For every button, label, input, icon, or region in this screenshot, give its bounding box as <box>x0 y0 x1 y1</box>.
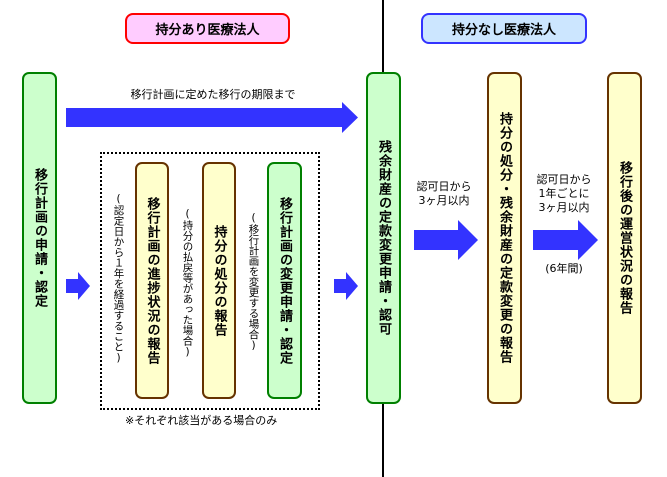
arrow-into-optional-group <box>66 272 90 300</box>
arrow-top-long-shape <box>66 102 358 133</box>
box-plan-change-label: 移行計画の変更申請・認定 <box>277 196 292 365</box>
box-equity-disposal-report-label: 持分の処分の報告 <box>211 224 227 337</box>
header-with-equity-label: 持分あり医療法人 <box>155 23 260 38</box>
label-within-3-months-line2: 3ヶ月以内 <box>418 194 470 207</box>
note-disposal-condition: (持分の払戻等があった場合) <box>181 208 194 358</box>
box-equity-disposal-report: 持分の処分の報告 <box>202 162 236 399</box>
header-without-equity-label: 持分なし医療法人 <box>451 23 556 38</box>
header-without-equity: 持分なし医療法人 <box>421 13 587 44</box>
box-articles-change: 残余財産の定款変更申請・認可 <box>366 72 401 404</box>
label-six-years: (6年間) <box>545 262 583 275</box>
arrow-from-optional-group <box>334 272 358 300</box>
top-arrow-label: 移行計画に定めた移行の期限まで <box>130 88 296 101</box>
label-annual-line2: 1年ごとに <box>538 187 590 200</box>
label-within-3-months-line1: 認可日から <box>416 180 472 193</box>
box-disposal-articles-report-label: 持分の処分・残余財産の定款変更の報告 <box>497 112 512 364</box>
note-change-condition: (移行計画を変更する場合) <box>247 212 260 352</box>
box-post-transition-report: 移行後の運営状況の報告 <box>607 72 642 404</box>
label-annual-line3: 3ヶ月以内 <box>538 201 590 214</box>
box-disposal-articles-report: 持分の処分・残余財産の定款変更の報告 <box>487 72 522 404</box>
optional-steps-footnote: ※それぞれ該当がある場合のみ <box>125 414 278 427</box>
box-progress-report-label: 移行計画の進捗状況の報告 <box>144 196 160 365</box>
box-articles-change-label: 残余財産の定款変更申請・認可 <box>376 140 391 336</box>
box-plan-application-label: 移行計画の申請・認定 <box>32 168 47 308</box>
arrow-to-post-transition-report <box>533 220 598 260</box>
label-annual-report-timing: 認可日から 1年ごとに 3ヶ月以内 <box>532 173 596 215</box>
box-post-transition-report-label: 移行後の運営状況の報告 <box>617 161 632 315</box>
note-progress-condition: (認定日から１年を経過すること) <box>112 193 125 364</box>
arrow-top-long <box>66 102 358 133</box>
header-with-equity: 持分あり医療法人 <box>125 13 290 44</box>
box-plan-change: 移行計画の変更申請・認定 <box>267 162 302 399</box>
box-plan-application: 移行計画の申請・認定 <box>22 72 57 404</box>
box-progress-report: 移行計画の進捗状況の報告 <box>135 162 169 399</box>
label-within-3-months: 認可日から 3ヶ月以内 <box>414 180 474 208</box>
label-annual-line1: 認可日から <box>536 173 592 186</box>
optional-steps-group <box>100 152 320 410</box>
arrow-to-disposal-report <box>414 220 478 260</box>
